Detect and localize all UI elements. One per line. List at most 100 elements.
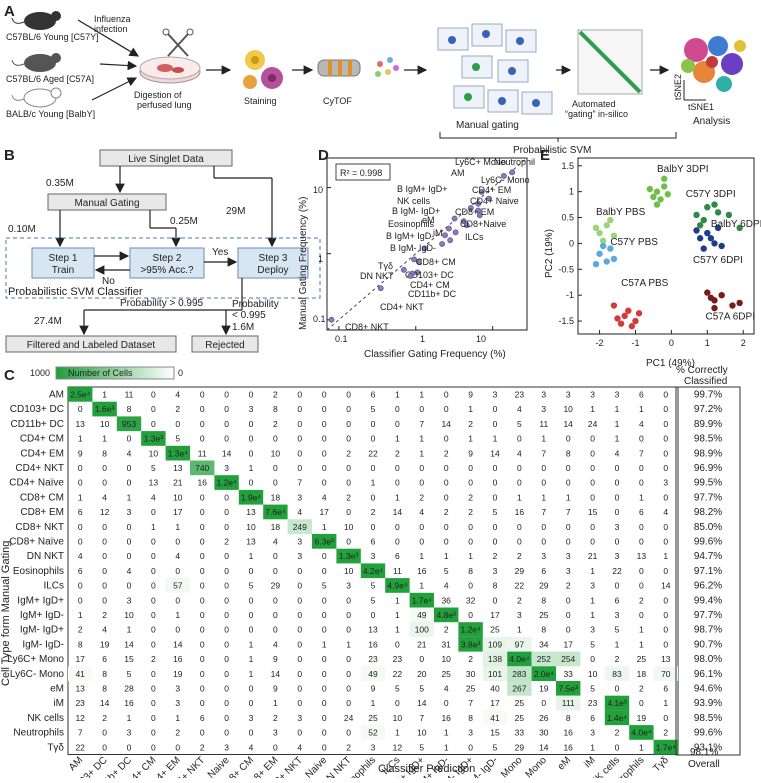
matrix-cell: 0: [444, 478, 449, 488]
pca-point: [599, 242, 607, 250]
matrix-cell: 0: [151, 669, 156, 679]
prob-lt-label-2: < 0.995: [232, 310, 266, 321]
matrix-cell: 1: [371, 478, 376, 488]
confusion-matrix-thumbnail: [577, 29, 643, 95]
row-label: IgM- IgD-: [22, 639, 64, 650]
matrix-cell: 1: [444, 551, 449, 561]
panel-e-label: E: [540, 147, 550, 164]
matrix-frame: [67, 386, 679, 755]
matrix-cell: 2: [615, 728, 620, 738]
d-xtick-01: 0.1: [335, 334, 348, 344]
matrix-cell: 0: [78, 595, 83, 605]
matrix-cell: 2: [419, 492, 424, 502]
matrix-cell-fill: [458, 636, 483, 652]
pca-point: [596, 250, 603, 257]
matrix-cell: 25: [515, 698, 525, 708]
row-label: Ly6C+ Mono: [7, 654, 64, 665]
matrix-cell: 0: [322, 713, 327, 723]
matrix-cell: 1: [419, 448, 424, 458]
matrix-cell: 0: [615, 537, 620, 547]
matrix-cell: 0: [127, 463, 132, 473]
matrix-cell: 0: [322, 434, 327, 444]
pct-cell: 98.7%: [694, 625, 722, 636]
matrix-cell: 1: [639, 639, 644, 649]
flow-count-025: 0.25M: [170, 216, 198, 227]
data-point: [500, 173, 507, 179]
matrix-cell: 0: [322, 478, 327, 488]
matrix-cell: 2: [395, 448, 400, 458]
pct-column-frame: [675, 386, 741, 756]
matrix-cell: 3: [590, 728, 595, 738]
pct-cell: 99.6%: [694, 728, 722, 739]
matrix-cell: 30: [466, 669, 476, 679]
d-ytick-1: 1: [318, 254, 323, 264]
col-label: iM: [582, 755, 597, 770]
matrix-cell: 0: [200, 507, 205, 517]
matrix-cell: 0: [371, 463, 376, 473]
matrix-cell: 0: [468, 478, 473, 488]
rejected-box: [191, 335, 259, 353]
matrix-cell-fill: [409, 622, 434, 637]
matrix-cell-fill: [409, 607, 434, 623]
matrix-cell: 9: [273, 654, 278, 664]
matrix-cell: 3: [468, 728, 473, 738]
matrix-cell: 4.0e⁴: [509, 654, 530, 664]
row-label: CD8+ CM: [20, 492, 64, 503]
matrix-cell: 10: [246, 522, 256, 532]
legend-gradient: [55, 366, 175, 380]
matrix-cell: 6: [78, 566, 83, 576]
pca-point: [707, 235, 715, 242]
group-label: BalbY 6DPI: [711, 219, 761, 230]
matrix-cell: 101: [488, 669, 502, 679]
matrix-cell: 0: [127, 537, 132, 547]
matrix-cell: 0: [346, 728, 351, 738]
matrix-cell: 0: [249, 419, 254, 429]
matrix-cell: 10: [588, 669, 598, 679]
row-label: DN NKT: [27, 551, 64, 562]
data-point: [416, 259, 422, 265]
matrix-cell: 0: [346, 463, 351, 473]
matrix-cell: 0: [566, 625, 571, 635]
matrix-cell: 1: [590, 404, 595, 414]
matrix-cell: 0: [322, 390, 327, 400]
matrix-cell: 0: [224, 654, 229, 664]
matrix-cell: 0: [663, 713, 668, 723]
matrix-cell: 0: [273, 566, 278, 576]
matrix-cell: 0: [200, 434, 205, 444]
matrix-cell: 0: [615, 742, 620, 752]
point-label: NK cells: [397, 196, 431, 206]
matrix-cell: 3: [663, 478, 668, 488]
infection-label: infection: [94, 24, 128, 34]
matrix-cell: 1.3e⁴: [168, 448, 189, 458]
matrix-cell: 0: [444, 698, 449, 708]
matrix-cell: 0: [224, 390, 229, 400]
pca-point: [621, 312, 628, 320]
matrix-cell: 23: [588, 698, 598, 708]
matrix-cell: 740: [195, 463, 209, 473]
matrix-cell: 0: [566, 522, 571, 532]
point-label: CD4+ CM: [410, 280, 450, 290]
matrix-cell: 4.2e⁴: [363, 566, 384, 576]
matrix-cell: 0: [249, 434, 254, 444]
matrix-cell: 2: [444, 507, 449, 517]
e-ylabel: PC2 (19%): [544, 229, 555, 278]
matrix-cell: 25: [368, 713, 378, 723]
matrix-cell: 5: [419, 684, 424, 694]
matrix-cell: 25: [515, 713, 525, 723]
matrix-cell: 0: [151, 551, 156, 561]
matrix-cell: 0: [322, 625, 327, 635]
step1-box: [31, 247, 95, 279]
matrix-cell: 0: [102, 537, 107, 547]
matrix-cell: 14: [417, 698, 427, 708]
pca-point: [653, 201, 661, 208]
matrix-cell: 6.3e³: [315, 537, 335, 547]
matrix-cell: 14: [222, 448, 232, 458]
pca-point: [718, 291, 725, 299]
matrix-cell: 0: [371, 522, 376, 532]
live-singlet-box: [99, 149, 233, 167]
matrix-cell: 0: [346, 625, 351, 635]
matrix-cell: 9: [78, 448, 83, 458]
matrix-cell: 1: [615, 434, 620, 444]
matrix-cell: 0: [224, 581, 229, 591]
row-label: ILCs: [43, 581, 64, 592]
